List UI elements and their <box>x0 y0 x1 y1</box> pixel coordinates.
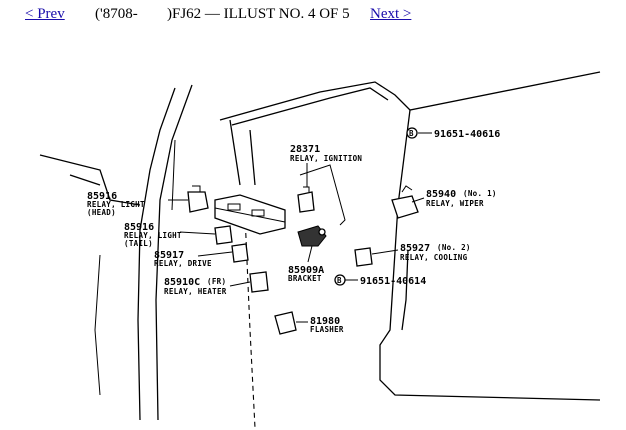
relay-part-wiper <box>391 185 419 219</box>
svg-text:B: B <box>409 129 414 138</box>
relay-part-heater <box>249 271 269 293</box>
callout-cooling-relay: 85927 (No. 2) RELAY, COOLING <box>400 243 471 262</box>
callout-bolt-40614: 91651-40614 <box>360 276 426 287</box>
flasher-part <box>274 311 297 335</box>
svg-text:85917: 85917 <box>154 250 184 261</box>
svg-text:85927: 85927 <box>400 243 430 254</box>
svg-text:(FR): (FR) <box>207 277 226 286</box>
bolt-symbol-lower: B <box>334 274 346 286</box>
callout-tail-light-relay: 85916 RELAY, LIGHT (TAIL) <box>124 222 182 248</box>
callout-head-light-relay: 85916 RELAY, LIGHT (HEAD) <box>87 191 145 217</box>
svg-text:91651-40614: 91651-40614 <box>360 276 426 287</box>
svg-text:BRACKET: BRACKET <box>288 274 322 283</box>
svg-text:85910C: 85910C <box>164 277 200 288</box>
svg-text:28371: 28371 <box>290 144 320 155</box>
body-outline <box>39 71 601 421</box>
svg-text:85916: 85916 <box>87 191 117 202</box>
svg-text:81980: 81980 <box>310 316 340 327</box>
relay-part-drive <box>231 243 249 263</box>
model-range: ('8708- <box>95 6 161 22</box>
relay-part-ignition <box>297 186 315 213</box>
svg-text:RELAY, HEATER: RELAY, HEATER <box>164 287 227 296</box>
bolt-symbol: B <box>406 127 418 139</box>
svg-text:91651-40616: 91651-40616 <box>434 129 500 140</box>
callout-heater-relay: 85910C (FR) RELAY, HEATER <box>164 277 227 296</box>
svg-text:RELAY, LIGHT: RELAY, LIGHT <box>124 231 182 240</box>
svg-text:RELAY, COOLING: RELAY, COOLING <box>400 253 468 262</box>
svg-text:85916: 85916 <box>124 222 154 233</box>
bracket-part <box>297 225 327 247</box>
svg-text:(No. 1): (No. 1) <box>463 189 497 198</box>
relay-part-tail-light <box>214 225 233 245</box>
svg-text:RELAY, DRIVE: RELAY, DRIVE <box>154 259 212 268</box>
svg-text:RELAY, WIPER: RELAY, WIPER <box>426 199 484 208</box>
callout-bracket: 85909A BRACKET <box>288 265 324 283</box>
callout-flasher: 81980 FLASHER <box>310 316 344 334</box>
callout-wiper-relay: 85940 (No. 1) RELAY, WIPER <box>426 189 497 208</box>
svg-text:85940: 85940 <box>426 189 456 200</box>
callout-drive-relay: 85917 RELAY, DRIVE <box>154 250 212 268</box>
svg-text:(TAIL): (TAIL) <box>124 239 153 248</box>
callout-ignition-relay: 28371 RELAY, IGNITION <box>290 144 362 163</box>
next-link[interactable]: Next > <box>370 6 412 22</box>
svg-text:FLASHER: FLASHER <box>310 325 344 334</box>
svg-text:RELAY, IGNITION: RELAY, IGNITION <box>290 154 362 163</box>
svg-text:(No. 2): (No. 2) <box>437 243 471 252</box>
svg-text:85909A: 85909A <box>288 265 324 276</box>
svg-text:(HEAD): (HEAD) <box>87 208 116 217</box>
svg-text:RELAY, LIGHT: RELAY, LIGHT <box>87 200 145 209</box>
relay-part-cooling <box>354 247 373 267</box>
illustration-title: )FJ62 — ILLUST NO. 4 OF 5 <box>167 6 350 22</box>
svg-text:B: B <box>337 276 342 285</box>
illustration-nav-bar: < Prev ('8708- )FJ62 — ILLUST NO. 4 OF 5… <box>0 0 626 28</box>
junction-block <box>214 194 286 235</box>
callout-bolt-40616: 91651-40616 <box>434 129 500 140</box>
relay-part-head-light <box>187 185 209 213</box>
prev-link[interactable]: < Prev <box>25 6 65 22</box>
leader-lines <box>168 132 432 323</box>
